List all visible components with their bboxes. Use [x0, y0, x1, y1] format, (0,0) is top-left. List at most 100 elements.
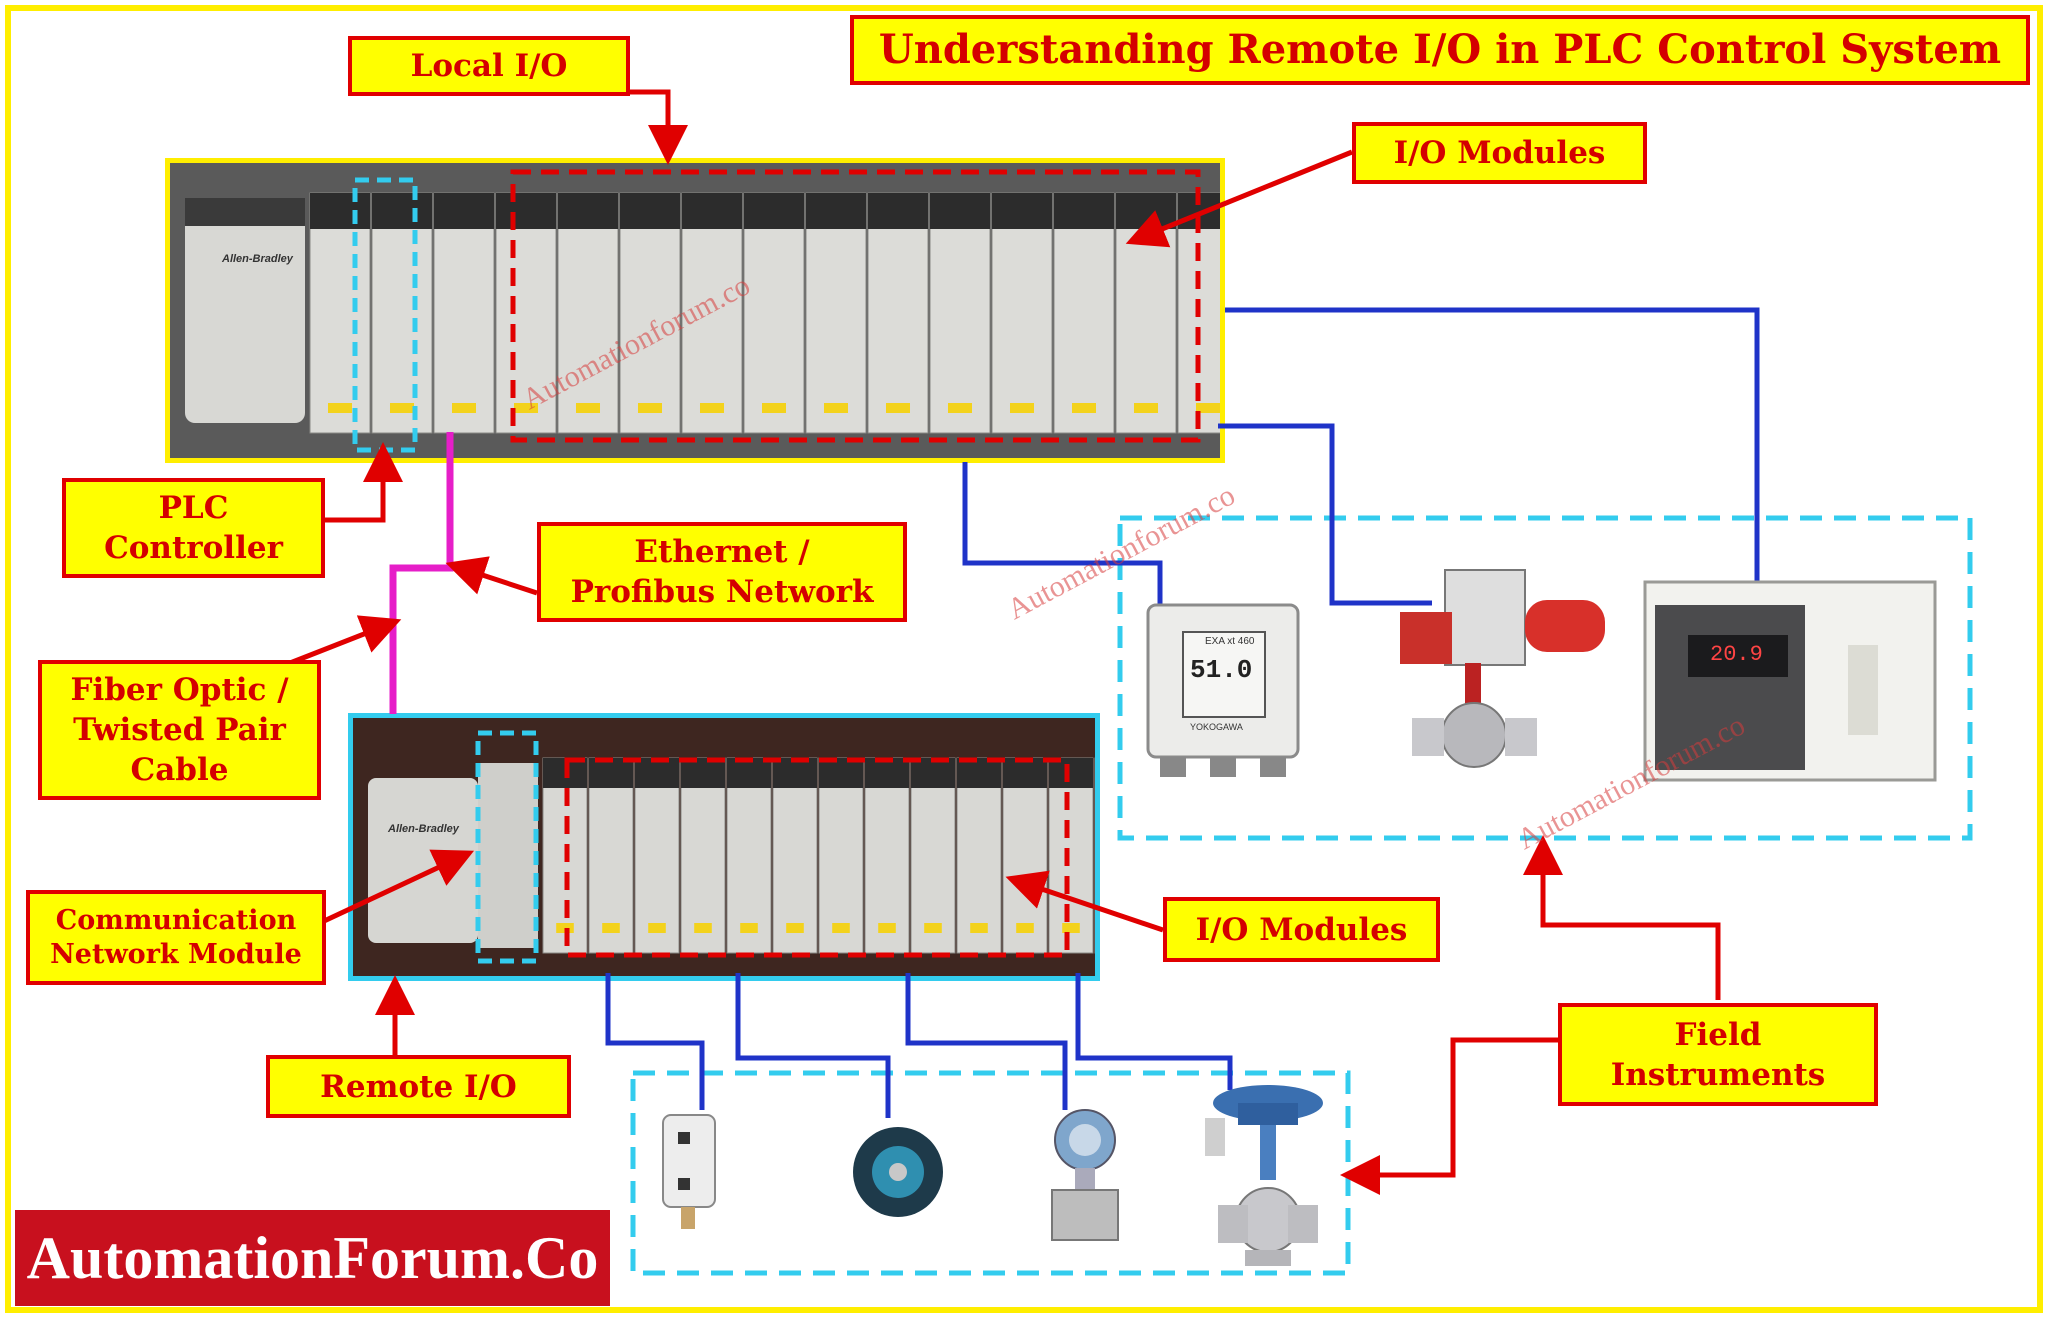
rack-module-top [635, 758, 679, 788]
rack-module [681, 192, 743, 434]
rack-module-top [620, 193, 680, 229]
rack-module-top [806, 193, 866, 229]
rack-module-top [744, 193, 804, 229]
rack-module-tag [924, 923, 942, 933]
local-field-instruments-group [1117, 515, 1973, 841]
rack-module-top [681, 758, 725, 788]
pressure-transmitter-instrument [1051, 1109, 1119, 1241]
rack-module-tag [390, 403, 414, 413]
rack-module-tag [1134, 403, 1158, 413]
rack-module-tag [1196, 403, 1220, 413]
fiber-cable-label: Fiber Optic / Twisted Pair Cable [38, 660, 321, 800]
rack-module-tag [514, 403, 538, 413]
diagram-title: Understanding Remote I/O in PLC Control … [850, 15, 2030, 85]
local-io-rack: Allen-Bradley [165, 158, 1225, 463]
rack-module [1053, 192, 1115, 434]
control-valve-instrument [1205, 1085, 1323, 1266]
callout-arrows [289, 89, 1721, 1195]
rack-module [929, 192, 991, 434]
rack-module-top [496, 193, 556, 229]
temperature-transmitter-instrument [853, 1127, 943, 1217]
local-io-modules-highlight [510, 169, 1201, 443]
yokogawa-analyzer-instrument [1146, 603, 1300, 777]
rack-module-tag [786, 923, 804, 933]
local-rack-graphic [170, 163, 1220, 458]
remote-io-modules-label: I/O Modules [1163, 897, 1440, 962]
rack-module [1048, 757, 1094, 954]
brand-banner: AutomationForum.Co [15, 1210, 610, 1306]
rack-module-tag [694, 923, 712, 933]
comm-module-label: Communication Network Module [26, 890, 326, 985]
rack-module [433, 192, 495, 434]
rack-module-top [727, 758, 771, 788]
rack-module [371, 192, 433, 434]
field-instruments-label: Field Instruments [1558, 1003, 1878, 1106]
analyzer-model-label: EXA xt 460 [1205, 636, 1255, 647]
rack-module-tag [576, 403, 600, 413]
rack-module-top [589, 758, 633, 788]
rack-module-tag [886, 403, 910, 413]
rack-module-tag [328, 403, 352, 413]
oxygen-analyzer-instrument [1643, 580, 1937, 782]
analyzer-brand-label: YOKOGAWA [1190, 722, 1243, 732]
rack-module [772, 757, 818, 954]
network-cable [389, 432, 454, 714]
rack-module [805, 192, 867, 434]
rack-module-tag [824, 403, 848, 413]
rack-module-top [819, 758, 863, 788]
rack-module-tag [700, 403, 724, 413]
remote-field-instruments-group [630, 1070, 1351, 1276]
rack-module-tag [1062, 923, 1080, 933]
rack-module-tag [948, 403, 972, 413]
remote-io-modules-highlight [564, 757, 1070, 958]
oxygen-display-value: 20.9 [1710, 642, 1763, 667]
rack-module-top [558, 193, 618, 229]
local-rack-brand: Allen-Bradley [222, 253, 293, 265]
local-io-modules-label: I/O Modules [1352, 122, 1647, 184]
rack-module-top [1054, 193, 1114, 229]
rack-module-top [372, 193, 432, 229]
rack-module [1002, 757, 1048, 954]
rack-module-top [434, 193, 494, 229]
rack-module-top [310, 193, 370, 229]
rack-module-top [1003, 758, 1047, 788]
rack-module-tag [648, 923, 666, 933]
pressure-switch-instrument [662, 1114, 716, 1229]
rack-module-tag [878, 923, 896, 933]
remote-rack-brand: Allen-Bradley [388, 823, 459, 835]
analyzer-display-value: 51.0 [1190, 655, 1253, 685]
rack-module-top [911, 758, 955, 788]
comm-module-highlight [475, 730, 539, 964]
rack-module [956, 757, 1002, 954]
rack-module-top [865, 758, 909, 788]
rack-module-tag [762, 403, 786, 413]
actuated-valve-instrument [1400, 569, 1605, 768]
remote-io-rack: Allen-Bradley [348, 713, 1100, 981]
rack-module-tag [638, 403, 662, 413]
rack-module [910, 757, 956, 954]
rack-module [557, 192, 619, 434]
local-io-label: Local I/O [348, 36, 630, 96]
rack-module-tag [1072, 403, 1096, 413]
rack-module [495, 192, 557, 434]
outer-frame [5, 5, 2043, 1313]
rack-module-top [773, 758, 817, 788]
rack-module-top [682, 193, 742, 229]
rack-module [818, 757, 864, 954]
plc-controller-label: PLC Controller [62, 478, 325, 578]
rack-module [588, 757, 634, 954]
remote-rack-graphic [353, 718, 1095, 976]
rack-module [619, 192, 681, 434]
plc-controller-highlight [352, 177, 418, 453]
rack-module [726, 757, 772, 954]
rack-module [309, 192, 371, 434]
rack-module-tag [832, 923, 850, 933]
rack-module-tag [970, 923, 988, 933]
rack-module-tag [602, 923, 620, 933]
rack-module-top [868, 193, 928, 229]
rack-module-tag [1010, 403, 1034, 413]
signal-wiring [605, 307, 1760, 1118]
remote-io-label: Remote I/O [266, 1055, 571, 1118]
